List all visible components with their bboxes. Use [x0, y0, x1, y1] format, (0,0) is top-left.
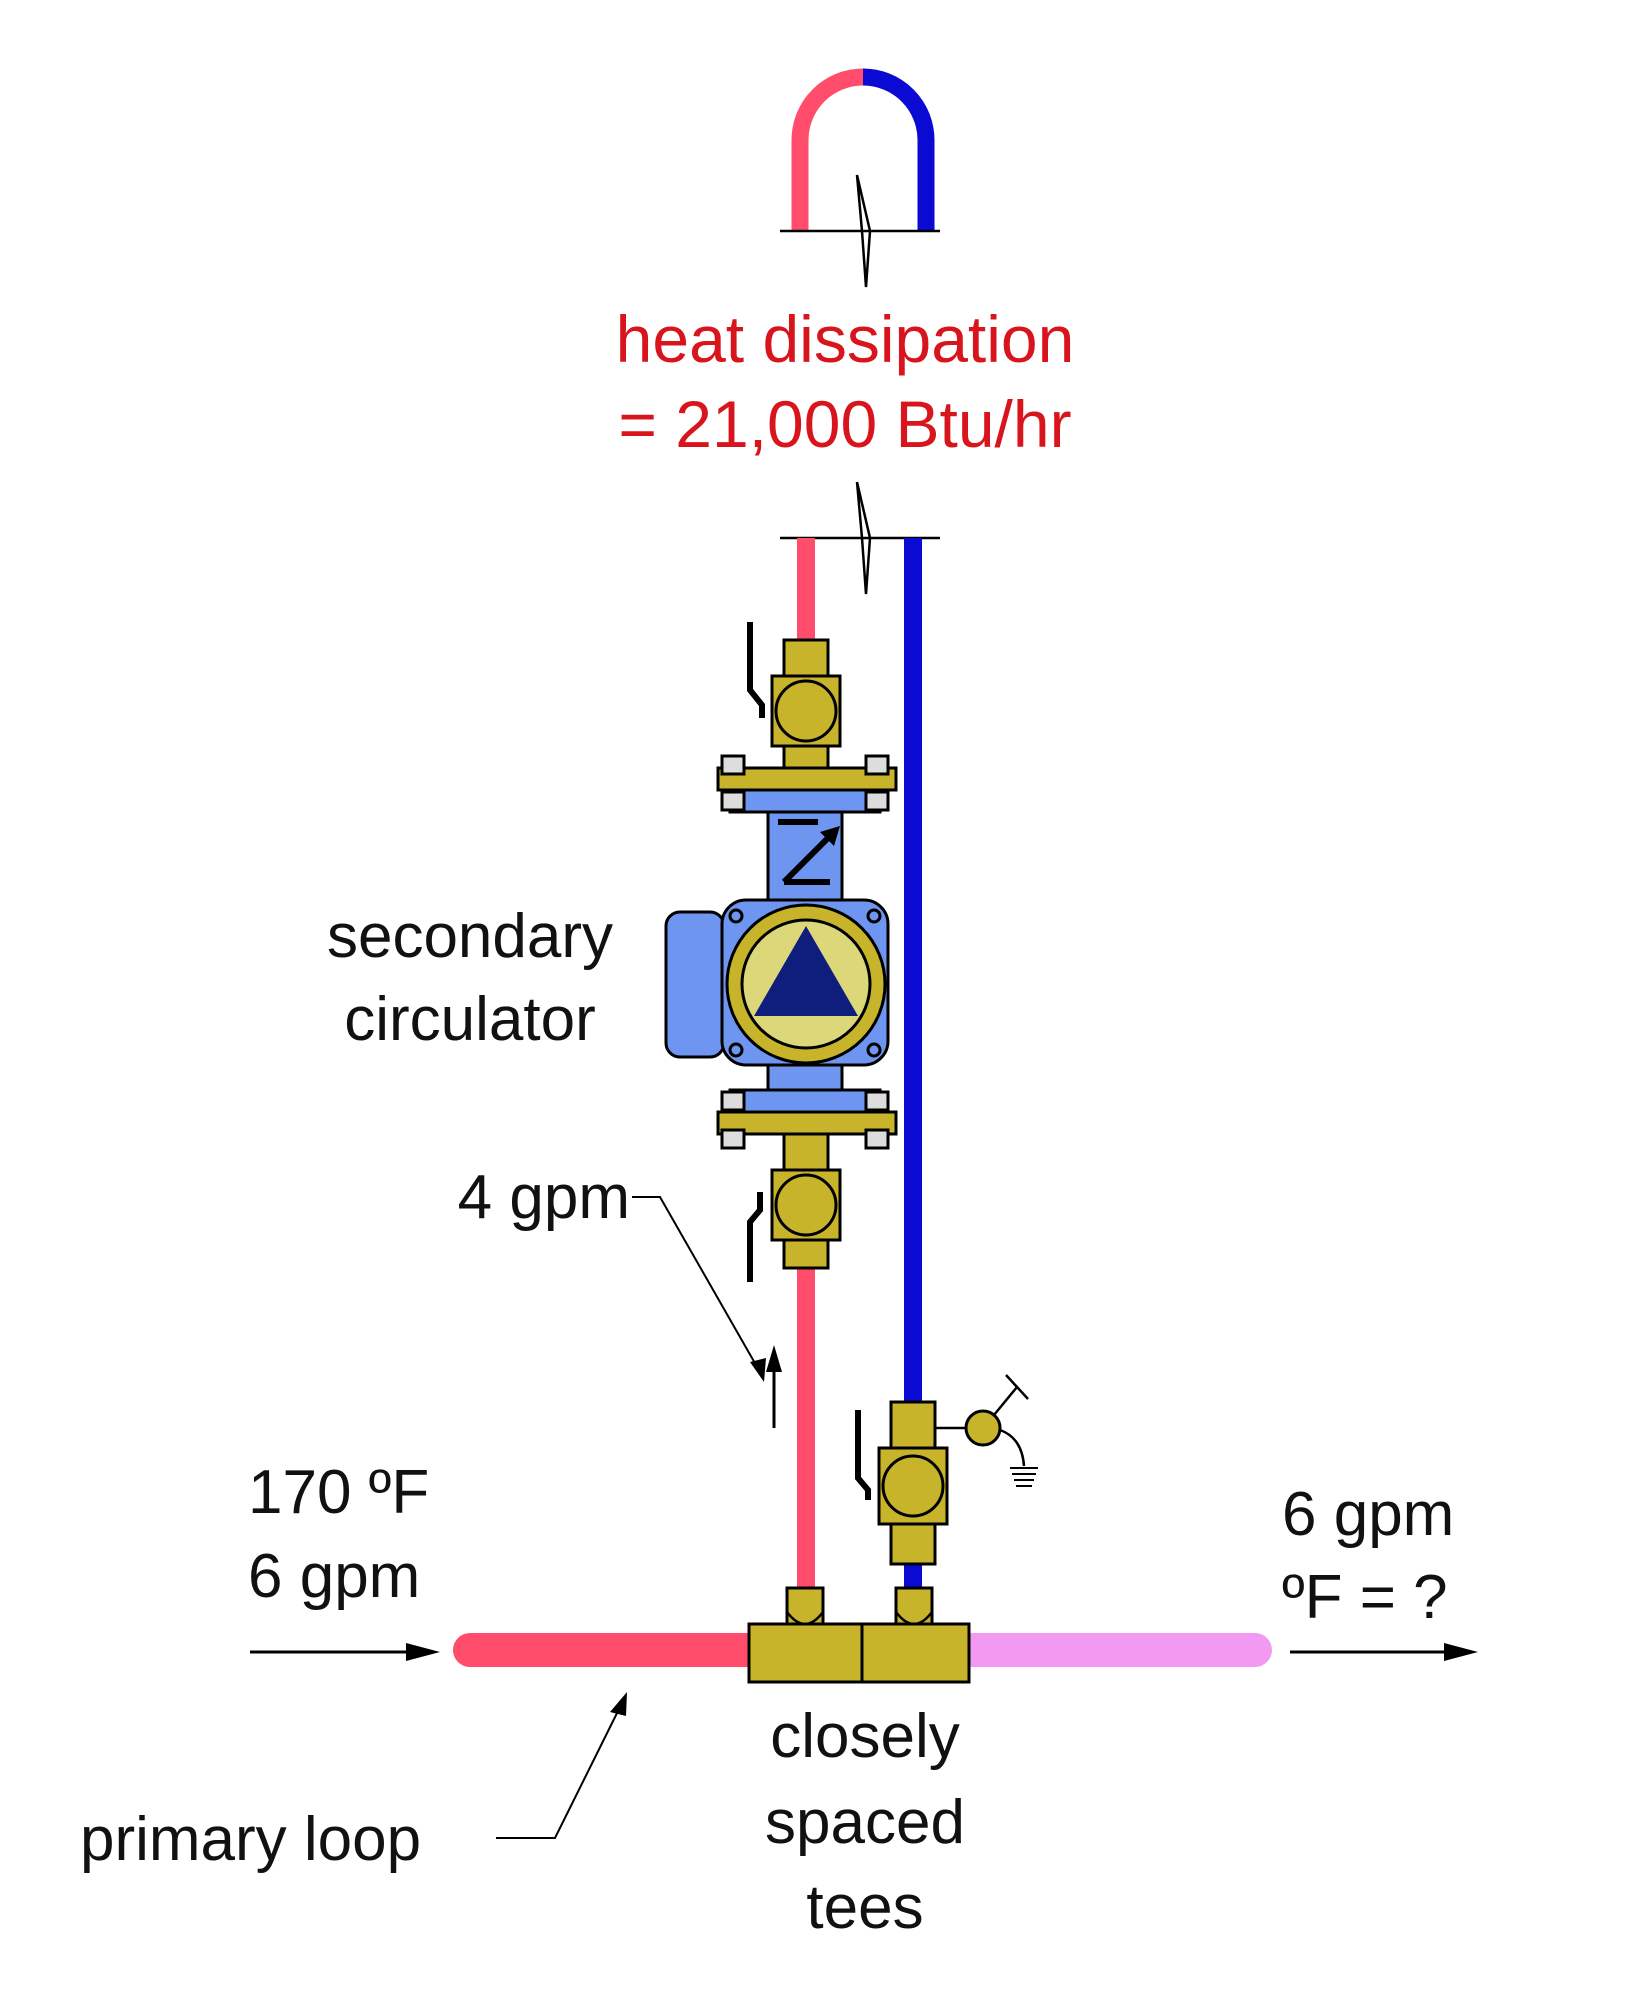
tees-label-line3: tees — [806, 1873, 923, 1942]
outlet-flow-label: 6 gpm — [1282, 1480, 1454, 1549]
outlet-flow-arrow-icon — [1290, 1643, 1478, 1661]
closely-spaced-tees — [747, 1586, 971, 1684]
inlet-flow-arrow-icon — [250, 1643, 440, 1661]
circulator-pump-icon — [664, 754, 898, 1150]
secondary-flow-arrow-icon — [766, 1345, 782, 1428]
ball-valve-icon — [747, 1132, 842, 1282]
secondary-flow-label: 4 gpm — [458, 1163, 630, 1232]
ball-valve-icon — [855, 1400, 949, 1566]
drain-valve-icon — [935, 1374, 1038, 1487]
inlet-flow-label: 6 gpm — [248, 1542, 420, 1611]
primary-loop-label: primary loop — [80, 1805, 421, 1874]
outlet-temp-label: ºF = ? — [1282, 1563, 1448, 1632]
heat-dissipation-value: = 21,000 Btu/hr — [618, 387, 1071, 461]
pipe-break-icon — [780, 174, 940, 595]
circulator-label-line1: secondary — [327, 902, 613, 971]
tees-label-line2: spaced — [765, 1788, 965, 1857]
circulator-label-line2: circulator — [344, 985, 596, 1054]
secondary-return-pipe — [904, 538, 922, 1613]
heat-emitter — [791, 68, 935, 230]
inlet-temp-label: 170 ºF — [248, 1458, 429, 1527]
tees-label-line1: closely — [770, 1702, 960, 1771]
heat-dissipation-label: heat dissipation — [616, 302, 1075, 376]
ball-valve-icon — [747, 622, 842, 770]
leader-lines — [496, 1196, 766, 1839]
